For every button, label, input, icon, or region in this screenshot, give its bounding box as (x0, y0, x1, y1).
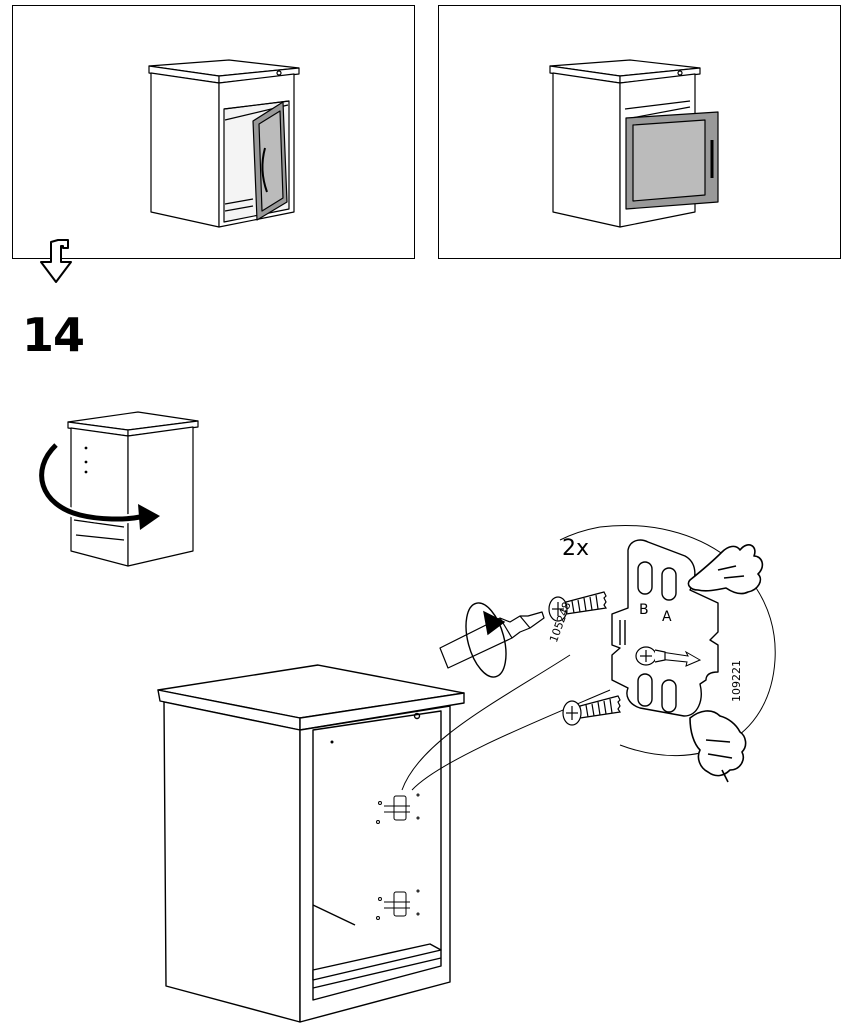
mounting-plate (612, 540, 718, 716)
screw-lower-icon (563, 696, 620, 725)
large-cabinet (158, 665, 464, 1022)
plate-part-number: 109221 (731, 660, 742, 702)
small-cabinet-rotated (68, 412, 198, 566)
quantity-label: 2x (562, 538, 589, 560)
slot-label-b: B (639, 603, 649, 617)
hand-press-upper-icon (688, 545, 762, 594)
hand-press-lower-icon (690, 711, 746, 782)
arrow-down-icon (41, 240, 71, 282)
slot-label-a: A (662, 610, 672, 624)
